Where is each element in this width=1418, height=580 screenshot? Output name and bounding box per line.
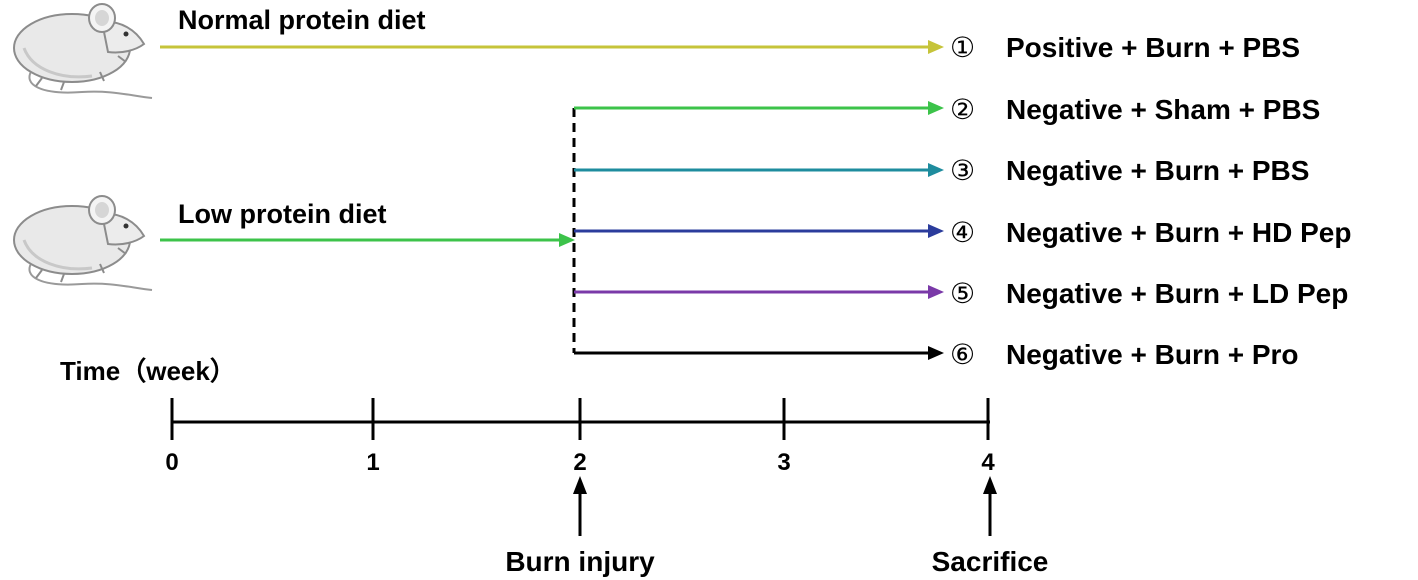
- tick-label: 4: [981, 449, 995, 476]
- group-number: ②: [950, 93, 975, 126]
- arrowhead: [928, 101, 944, 115]
- tick-label: 1: [366, 449, 379, 476]
- group-list: ① Positive + Burn + PBS ② Negative + Sha…: [950, 31, 1351, 371]
- mouse-icon: [12, 2, 154, 100]
- group-label: Negative + Burn + Pro: [1006, 339, 1299, 370]
- group-label: Negative + Burn + HD Pep: [1006, 217, 1351, 248]
- arrowhead: [928, 285, 944, 299]
- group-number: ①: [950, 31, 975, 64]
- arrowhead: [928, 224, 944, 238]
- mouse-icon: [12, 194, 154, 292]
- normal-diet-label: Normal protein diet: [178, 5, 426, 35]
- sacrifice-label: Sacrifice: [932, 546, 1049, 577]
- tick-label: 2: [573, 449, 586, 476]
- arrowhead: [928, 40, 944, 54]
- burn-injury-label: Burn injury: [505, 546, 655, 577]
- timeline-axis: [170, 398, 990, 440]
- group-label: Negative + Burn + LD Pep: [1006, 278, 1348, 309]
- tick-label: 0: [165, 449, 178, 476]
- group-label: Negative + Sham + PBS: [1006, 94, 1320, 125]
- group-number: ③: [950, 154, 975, 187]
- tick-label: 3: [777, 449, 790, 476]
- low-diet-label: Low protein diet: [178, 199, 387, 229]
- arrowhead: [928, 163, 944, 177]
- arrowhead: [559, 233, 575, 247]
- group-number: ④: [950, 216, 975, 249]
- group-label: Negative + Burn + PBS: [1006, 155, 1309, 186]
- group-label: Positive + Burn + PBS: [1006, 32, 1300, 63]
- timeline-title: Time（week）: [60, 356, 236, 386]
- group-number: ⑤: [950, 277, 975, 310]
- sacrifice-arrow: [983, 476, 997, 536]
- burn-injury-arrow: [573, 476, 587, 536]
- arrowhead: [928, 346, 944, 360]
- group-number: ⑥: [950, 338, 975, 371]
